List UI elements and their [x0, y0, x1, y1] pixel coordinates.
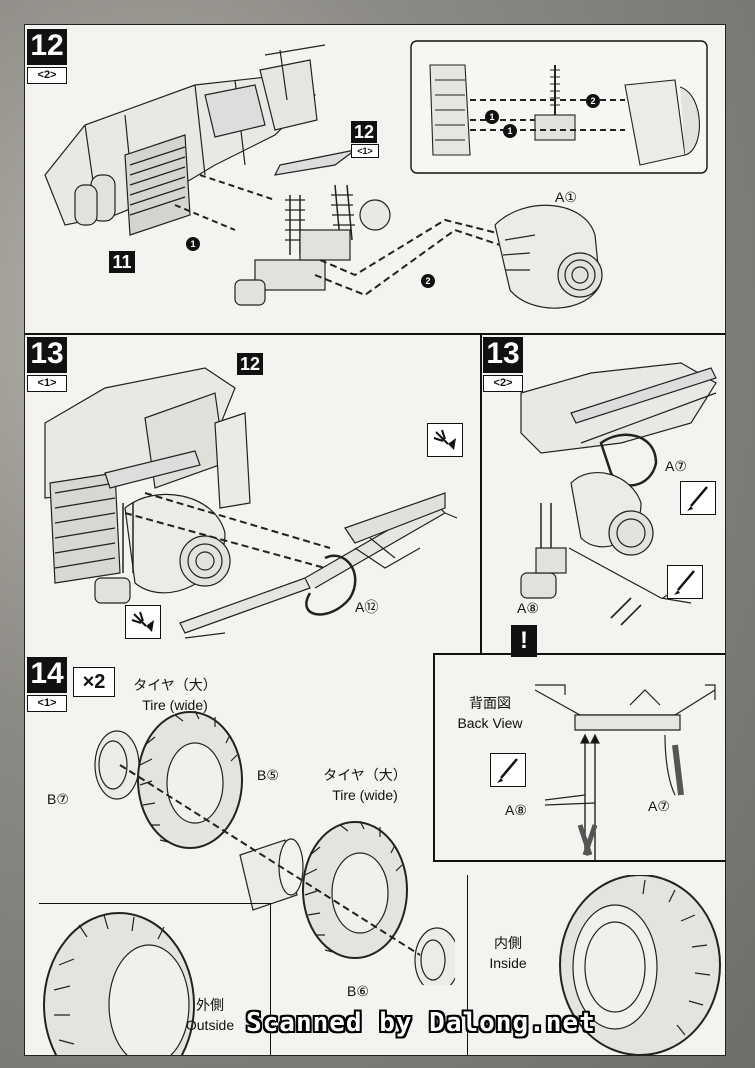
step-sub: <1> — [27, 375, 67, 392]
section-divider — [433, 653, 725, 655]
part-label-b6: B⑥ — [347, 983, 369, 999]
back-view-part-a7: A⑦ — [648, 798, 670, 814]
back-view-drawing — [534, 684, 716, 860]
step13-1-drawing — [44, 367, 458, 639]
brush-icon — [680, 481, 716, 515]
reference-step-number: 12 — [237, 353, 263, 375]
section-divider — [270, 903, 272, 1055]
reference-step-number: 11 — [109, 251, 135, 273]
section-divider — [39, 903, 271, 905]
section-divider — [433, 860, 725, 862]
scan-credit: Scanned by Dalong.net — [246, 1008, 596, 1038]
step-number: 12 — [27, 29, 67, 65]
inside-label-en: Inside — [489, 955, 527, 971]
step-sub: <2> — [483, 375, 523, 392]
pointer-icon — [125, 605, 161, 639]
section-divider — [467, 875, 469, 1055]
part-label-a12: A⑫ — [355, 599, 379, 615]
reference-step-sub: <1> — [351, 144, 379, 158]
pointer-icon — [427, 423, 463, 457]
step-sub: <2> — [27, 67, 67, 84]
tire1-label-jp: タイヤ（大） — [133, 677, 217, 693]
section-divider — [25, 333, 725, 335]
svg-text:2: 2 — [590, 96, 595, 106]
tire2-label-en: Tire (wide) — [332, 787, 398, 803]
part-label-b5: B⑤ — [257, 767, 279, 783]
part-label-a7: A⑦ — [665, 458, 687, 474]
section-divider — [480, 333, 482, 653]
back-view-part-a8: A⑧ — [505, 802, 527, 818]
outside-tire-drawing — [43, 912, 195, 1055]
instruction-page: 12 <2> — [24, 24, 726, 1056]
step-number: 13 — [483, 337, 523, 373]
svg-text:1: 1 — [507, 126, 512, 136]
back-view-label-jp: 背面図 — [469, 695, 511, 711]
step13-2-drawing — [520, 362, 717, 626]
reference-step-12-1: 12 <1> — [351, 121, 379, 158]
reference-step-12: 12 — [237, 353, 263, 375]
inside-tire-drawing — [559, 875, 721, 1055]
tire2-label-jp: タイヤ（大） — [323, 767, 407, 783]
svg-text:2: 2 — [425, 276, 430, 286]
svg-text:1: 1 — [489, 112, 494, 122]
tire1-label-en: Tire (wide) — [142, 697, 208, 713]
brush-icon — [667, 565, 703, 599]
warning-icon: ! — [511, 625, 537, 657]
step12-drawing: 211 12 — [44, 40, 708, 309]
inside-label-jp: 内側 — [494, 935, 522, 951]
step-number: 14 — [27, 657, 67, 693]
part-label-a1: A① — [555, 189, 577, 205]
step-number: 13 — [27, 337, 67, 373]
quantity-multiplier: ×2 — [73, 667, 115, 697]
step14-drawing — [94, 710, 455, 985]
svg-text:1: 1 — [190, 239, 195, 249]
outside-label-en: Outside — [185, 1017, 235, 1033]
outside-label-jp: 外側 — [196, 997, 224, 1013]
reference-step-11: 11 — [109, 251, 135, 273]
part-label-b7: B⑦ — [47, 791, 69, 807]
section-divider — [433, 653, 435, 861]
back-view-label-en: Back View — [457, 715, 523, 731]
step-sub: <1> — [27, 695, 67, 712]
part-label-a8: A⑧ — [517, 600, 539, 616]
brush-icon — [490, 753, 526, 787]
reference-step-number: 12 — [351, 121, 377, 143]
